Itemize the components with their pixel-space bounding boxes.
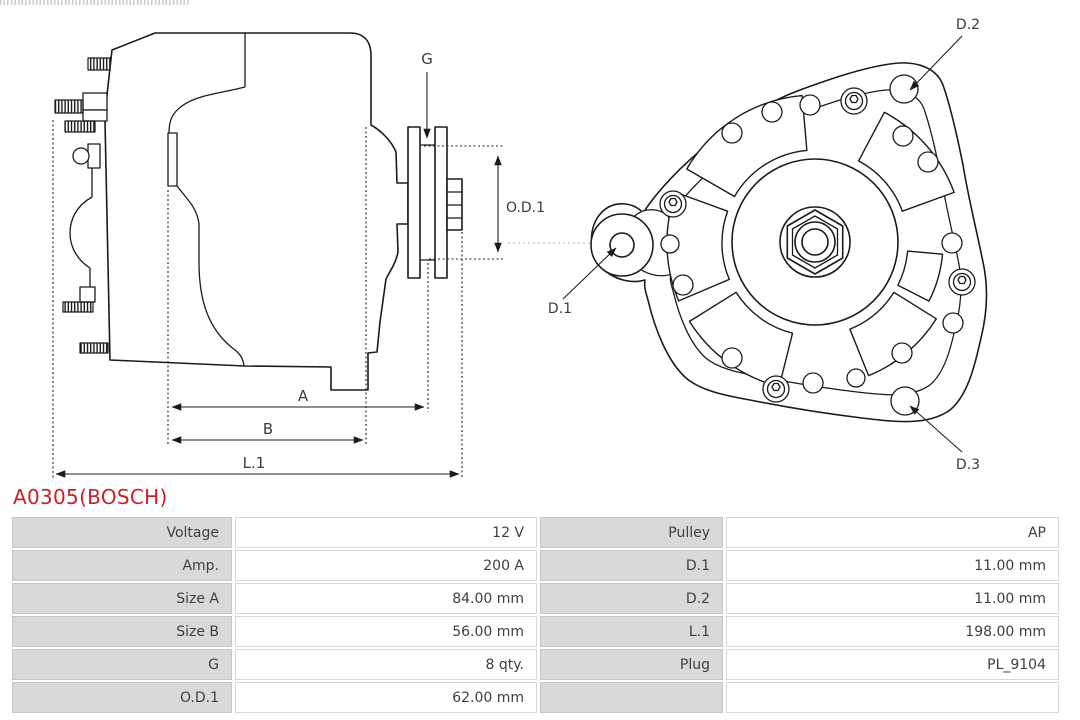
threaded-stud bbox=[64, 120, 96, 133]
dim-label-b: B bbox=[263, 420, 273, 438]
threaded-stud bbox=[79, 342, 109, 354]
vent-hole bbox=[892, 125, 914, 147]
spec-label-cell: Size A bbox=[12, 583, 232, 614]
dim-label-l1: L.1 bbox=[243, 454, 266, 472]
spec-row: Size A 84.00 mm D.2 11.00 mm bbox=[12, 583, 1059, 614]
front-bracket-lower-curve bbox=[176, 185, 245, 367]
torx-bolt bbox=[659, 190, 687, 218]
label-d3: D.3 bbox=[956, 457, 980, 473]
threaded-stud bbox=[62, 301, 94, 313]
spec-label-cell: L.1 bbox=[540, 616, 723, 647]
cooling-slot bbox=[849, 291, 937, 377]
leader-d2 bbox=[909, 35, 963, 91]
vent-hole bbox=[846, 368, 866, 388]
spec-label-cell: D.1 bbox=[540, 550, 723, 581]
spec-value-cell: AP bbox=[726, 517, 1059, 548]
spec-value-cell: 8 qty. bbox=[235, 649, 537, 680]
spec-value-cell: 198.00 mm bbox=[726, 616, 1059, 647]
label-d1: D.1 bbox=[548, 301, 572, 317]
pulley-plate-rear bbox=[434, 126, 448, 279]
spec-label-cell: D.2 bbox=[540, 583, 723, 614]
front-bracket-curve bbox=[168, 86, 246, 134]
label-d2: D.2 bbox=[956, 17, 980, 33]
spec-row: Size B 56.00 mm L.1 198.00 mm bbox=[12, 616, 1059, 647]
vent-hole bbox=[917, 151, 939, 173]
shaft-circle bbox=[794, 221, 836, 263]
spec-value-cell bbox=[726, 682, 1059, 713]
through-bolts bbox=[659, 87, 976, 403]
torx-bolt bbox=[762, 375, 790, 403]
cooling-slot bbox=[857, 111, 955, 212]
dimension-lines bbox=[52, 72, 590, 478]
spec-label-cell: Size B bbox=[12, 616, 232, 647]
vent-hole bbox=[802, 372, 824, 394]
vent-hole bbox=[941, 232, 963, 254]
cooling-slot bbox=[666, 191, 730, 302]
spec-label-cell bbox=[540, 682, 723, 713]
spec-value-cell: 62.00 mm bbox=[235, 682, 537, 713]
threaded-bolt bbox=[87, 57, 111, 71]
spec-label-cell: G bbox=[12, 649, 232, 680]
side-view-body-outline bbox=[104, 32, 409, 391]
side-view bbox=[54, 32, 463, 391]
terminal-body bbox=[87, 143, 101, 169]
spec-value-cell: 84.00 mm bbox=[235, 583, 537, 614]
spec-value-cell: 200 A bbox=[235, 550, 537, 581]
leader-lines bbox=[562, 35, 963, 453]
shaft-rib-lines bbox=[447, 191, 462, 219]
leader-d3 bbox=[909, 405, 963, 453]
spec-row: Voltage 12 V Pulley AP bbox=[12, 517, 1059, 548]
vent-hole bbox=[660, 234, 680, 254]
shaft-nut-hexagon bbox=[786, 209, 844, 275]
hole-d2 bbox=[889, 74, 919, 104]
spec-table: Voltage 12 V Pulley AP Amp. 200 A D.1 11… bbox=[12, 517, 1059, 713]
logo-fragment bbox=[0, 0, 190, 5]
front-view bbox=[590, 62, 988, 423]
spec-label-cell: O.D.1 bbox=[12, 682, 232, 713]
spec-label-cell: Plug bbox=[540, 649, 723, 680]
stator-edge bbox=[167, 132, 178, 187]
spec-row: Amp. 200 A D.1 11.00 mm bbox=[12, 550, 1059, 581]
spec-value-cell: 12 V bbox=[235, 517, 537, 548]
stud-bracket bbox=[82, 109, 108, 122]
spec-value-cell: 11.00 mm bbox=[726, 583, 1059, 614]
pulley-assembly bbox=[407, 126, 463, 279]
leader-d1 bbox=[562, 247, 617, 300]
spec-value-cell: 11.00 mm bbox=[726, 550, 1059, 581]
stud-bracket bbox=[82, 92, 108, 111]
cooling-slot bbox=[897, 250, 944, 302]
shaft-bore-circle bbox=[801, 228, 829, 256]
dim-label-a: A bbox=[298, 387, 309, 405]
torx-bolt bbox=[840, 87, 868, 115]
spec-row: O.D.1 62.00 mm bbox=[12, 682, 1059, 713]
torx-bolt bbox=[948, 268, 976, 296]
hole-d1 bbox=[609, 232, 635, 258]
spec-label-cell: Pulley bbox=[540, 517, 723, 548]
spec-row: G 8 qty. Plug PL_9104 bbox=[12, 649, 1059, 680]
vent-hole bbox=[942, 312, 964, 334]
part-number-title: A0305(BOSCH) bbox=[13, 485, 168, 509]
threaded-stud bbox=[54, 99, 84, 114]
lower-boss bbox=[79, 286, 96, 303]
technical-drawing: G O.D.1 A B L.1 bbox=[52, 17, 988, 478]
vent-hole bbox=[721, 122, 743, 144]
spec-label-cell: Voltage bbox=[12, 517, 232, 548]
spec-value-cell: 56.00 mm bbox=[235, 616, 537, 647]
pulley-plate-front bbox=[407, 126, 421, 279]
vent-hole bbox=[721, 347, 743, 369]
vent-hole bbox=[799, 94, 821, 116]
rear-cover-bulge bbox=[69, 196, 93, 269]
spec-label-cell: Amp. bbox=[12, 550, 232, 581]
vent-hole bbox=[891, 342, 913, 364]
dim-label-g: G bbox=[421, 50, 433, 68]
dim-label-od1: O.D.1 bbox=[506, 200, 545, 216]
vent-hole bbox=[761, 101, 783, 123]
shaft-nut-hexagon-inner bbox=[791, 215, 839, 269]
terminal-knob bbox=[72, 147, 90, 165]
spec-value-cell: PL_9104 bbox=[726, 649, 1059, 680]
pulley-hub-lines bbox=[420, 144, 435, 261]
vent-hole bbox=[672, 274, 694, 296]
